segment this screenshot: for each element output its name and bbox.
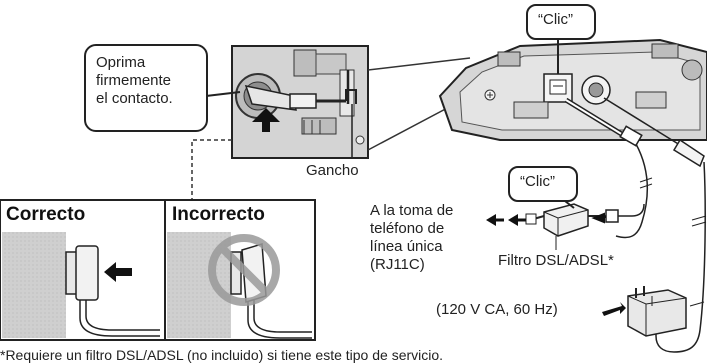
power-label: (120 V CA, 60 Hz) xyxy=(436,301,558,318)
inset-connector-dashed xyxy=(191,139,232,200)
press-arrow-icon xyxy=(252,108,280,132)
ac-adaptor xyxy=(627,286,687,337)
phone-jack-line-4: (RJ11C) xyxy=(370,256,425,273)
incorrect-illustration xyxy=(167,232,312,339)
click-top-callout xyxy=(526,4,596,40)
click-filter-text: “Clic” xyxy=(520,173,555,190)
prohibited-icon xyxy=(208,234,280,306)
power-plug-closeup xyxy=(244,84,357,111)
click-top-text: “Clic” xyxy=(538,11,573,28)
click-filter-callout xyxy=(508,166,578,202)
press-firmly-line-2: firmemente xyxy=(96,72,172,89)
correct-title: Correcto xyxy=(6,204,86,225)
jack-arrow-icon xyxy=(486,214,496,226)
phone-jack-line-1: A la toma de xyxy=(370,202,454,219)
phone-jack-line-3: línea única xyxy=(370,238,443,255)
phone-jack-label: A la toma de teléfono de línea única (RJ… xyxy=(370,202,453,274)
dsl-filter xyxy=(525,203,645,250)
incorrect-title: Incorrecto xyxy=(172,204,265,225)
press-firmly-text: Oprima firmemente el contacto. xyxy=(96,54,173,108)
filter-right-arrow-icon xyxy=(591,212,606,224)
press-firmly-line-3: el contacto. xyxy=(96,90,173,107)
press-callout-pointer xyxy=(205,91,241,97)
filter-left-arrow-icon xyxy=(508,214,518,226)
phone-jack-line-2: teléfono de xyxy=(370,220,445,237)
base-unit-back xyxy=(438,38,707,141)
insert-arrow-icon xyxy=(104,262,132,282)
hook-label: Gancho xyxy=(306,162,359,179)
correct-illustration xyxy=(2,232,160,338)
telephone-cord xyxy=(564,97,653,239)
power-arrow-icon xyxy=(602,302,626,316)
ac-adaptor-cord xyxy=(603,97,707,353)
press-firmly-line-1: Oprima xyxy=(96,54,146,71)
dsl-filter-label: Filtro DSL/ADSL* xyxy=(498,252,614,269)
footnote: *Requiere un filtro DSL/ADSL (no incluid… xyxy=(0,347,444,363)
press-firmly-callout xyxy=(84,44,208,132)
